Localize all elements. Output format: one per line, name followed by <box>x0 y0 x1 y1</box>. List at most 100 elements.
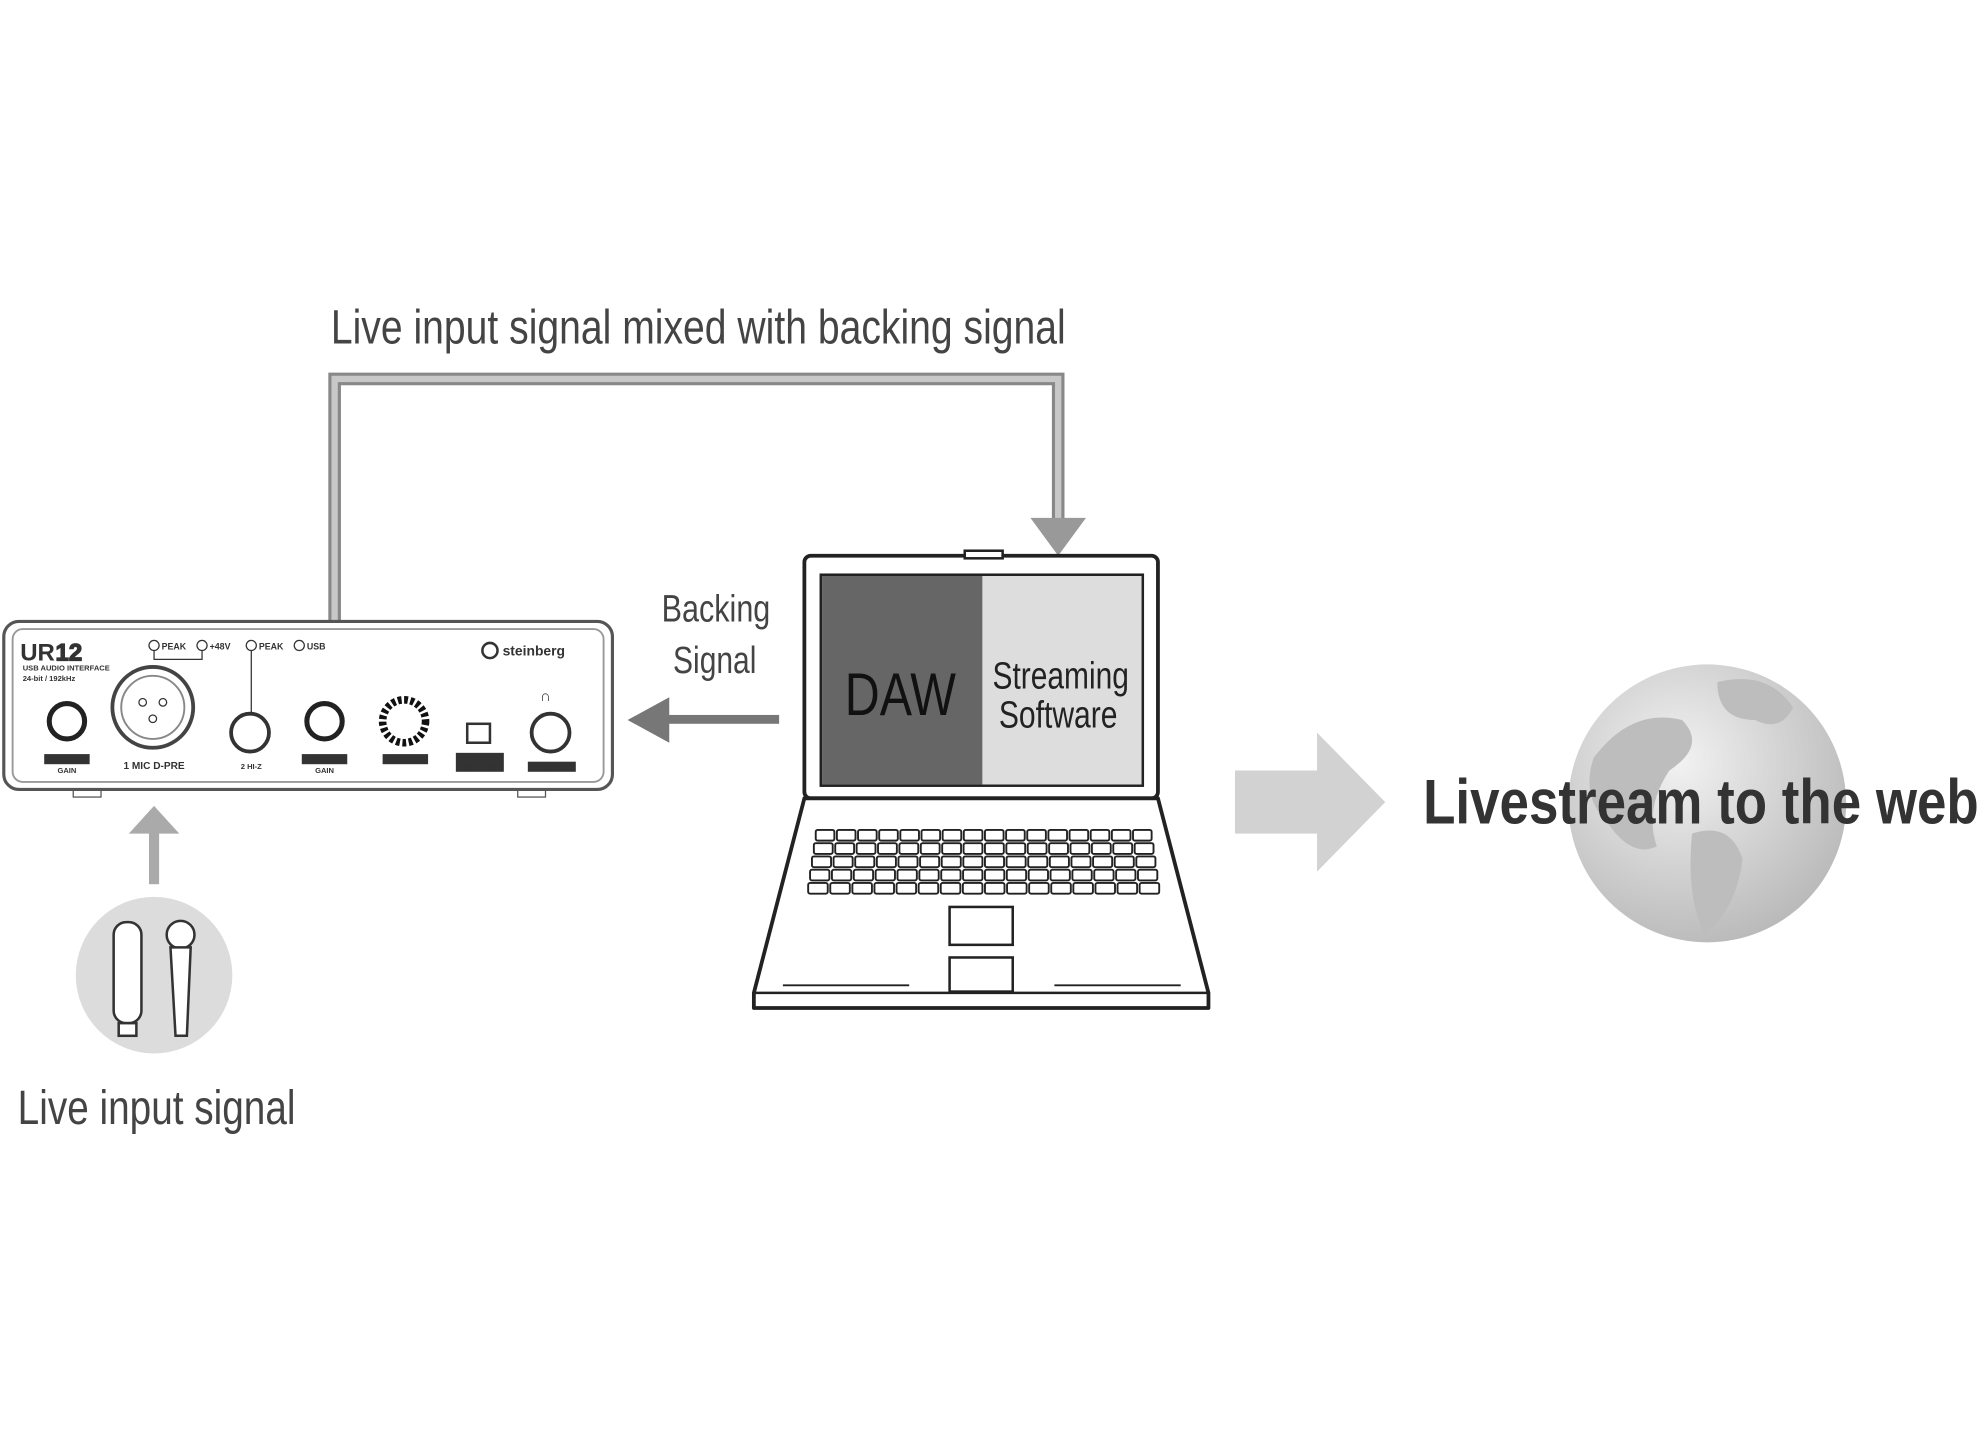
keyboard-key <box>1027 855 1049 869</box>
keyboard-key <box>1094 882 1116 895</box>
keyboard-key <box>962 868 984 882</box>
keyboard-key <box>984 842 1005 855</box>
keyboard-key <box>917 882 940 895</box>
keyboard-key <box>941 842 962 855</box>
keyboard-key <box>1049 868 1071 882</box>
keyboard-key <box>919 855 941 869</box>
phones-jack[interactable] <box>529 711 572 754</box>
subtitle-label: USB AUDIO INTERFACE <box>23 664 110 673</box>
backing-label-2: Signal <box>673 640 756 682</box>
keyboard-key <box>1072 882 1094 895</box>
streaming-label-1: Streaming <box>993 655 1129 697</box>
keyboard-key <box>896 868 918 882</box>
keyboard-key <box>877 842 898 855</box>
output-label: OUTPUT <box>390 755 421 764</box>
keyboard-key <box>834 842 856 855</box>
keyboard-key <box>857 828 878 842</box>
keyboard <box>807 828 1161 895</box>
keyboard-key <box>873 882 895 895</box>
keyboard-key <box>898 842 920 855</box>
keyboard-key <box>1068 828 1090 842</box>
keyboard-key <box>811 855 832 869</box>
keyboard-key <box>1071 868 1093 882</box>
keyboard-key <box>984 828 1005 842</box>
keyboard-key <box>852 868 875 882</box>
led-48v: +48V <box>210 641 231 651</box>
keyboard-key <box>1093 868 1115 882</box>
keyboard-key <box>1138 882 1161 895</box>
keyboard-key <box>1048 855 1070 869</box>
keyboard-key <box>854 855 876 869</box>
daw-label: DAW <box>845 660 956 728</box>
input1-label: INPUT 1 <box>52 755 81 764</box>
keyboard-key <box>832 855 854 869</box>
keyboard-key <box>1028 882 1050 895</box>
keyboard-key <box>899 828 920 842</box>
laptop: DAW Streaming Software <box>751 549 1211 1010</box>
hiz-input-jack[interactable] <box>229 711 271 754</box>
keyboard-key <box>1116 882 1139 895</box>
gain2-label: GAIN <box>315 766 334 775</box>
keyboard-key <box>939 882 962 895</box>
livestream-arrow <box>1234 732 1386 872</box>
svg-text:∩: ∩ <box>540 688 551 705</box>
keyboard-key <box>814 828 836 842</box>
keyboard-key <box>835 828 857 842</box>
touchpad[interactable] <box>948 905 1014 947</box>
microphones-icon <box>75 896 233 1054</box>
keyboard-key <box>855 842 877 855</box>
globe-icon <box>1568 664 1847 943</box>
streaming-label-2: Software <box>999 695 1118 737</box>
keyboard-key <box>809 868 831 882</box>
keyboard-key <box>1115 868 1137 882</box>
keyboard-key <box>941 828 963 842</box>
direct-label: DIRECT <box>466 753 495 762</box>
input1-gain-knob[interactable] <box>46 701 88 742</box>
keyboard-key <box>897 855 919 869</box>
streaming-panel <box>982 576 1142 785</box>
keyboard-key <box>1133 842 1155 855</box>
spec-label: 24-bit / 192kHz <box>23 674 76 683</box>
keyboard-key <box>874 868 896 882</box>
keyboard-key <box>1005 868 1028 882</box>
input2-gain-knob[interactable] <box>304 701 345 742</box>
xlr-input-jack[interactable] <box>110 665 196 750</box>
output-knob[interactable] <box>378 695 430 747</box>
keyboard-key <box>1070 855 1092 869</box>
keyboard-key <box>1089 828 1111 842</box>
backing-label-1: Backing <box>662 588 771 630</box>
led-usb: USB <box>307 641 326 651</box>
model-label: UR <box>20 640 55 667</box>
keyboard-key <box>1090 842 1112 855</box>
keyboard-key <box>940 868 962 882</box>
keyboard-key <box>920 828 942 842</box>
keyboard-key <box>1132 828 1153 842</box>
live-input-arrow <box>128 805 180 885</box>
keyboard-key <box>1026 842 1048 855</box>
keyboard-key <box>961 882 984 895</box>
keyboard-key <box>829 882 851 895</box>
top-signal-label: Live input signal mixed with backing sig… <box>331 302 1066 355</box>
keyboard-key <box>1047 828 1068 842</box>
keyboard-key <box>1113 855 1135 869</box>
led-peak-2: PEAK <box>259 641 284 651</box>
ur12-audio-interface: UR 12 USB AUDIO INTERFACE 24-bit / 192kH… <box>2 619 615 798</box>
keyboard-key <box>878 828 899 842</box>
keyboard-key <box>1005 842 1027 855</box>
keyboard-key <box>807 882 829 895</box>
keyboard-key <box>895 882 918 895</box>
keyboard-key <box>1005 828 1026 842</box>
keyboard-key <box>1069 842 1091 855</box>
backing-signal-arrow <box>627 697 780 743</box>
keyboard-key <box>962 842 984 855</box>
direct-monitor-button[interactable] <box>465 722 492 744</box>
keyboard-key <box>984 855 1005 869</box>
model-number: 12 <box>56 640 83 667</box>
keyboard-key <box>1112 842 1134 855</box>
keyboard-key <box>812 842 834 855</box>
phones-label: PHONES <box>536 762 568 771</box>
keyboard-key <box>962 855 984 869</box>
mixed-signal-arrow <box>328 372 1086 622</box>
keyboard-key <box>1092 855 1114 869</box>
